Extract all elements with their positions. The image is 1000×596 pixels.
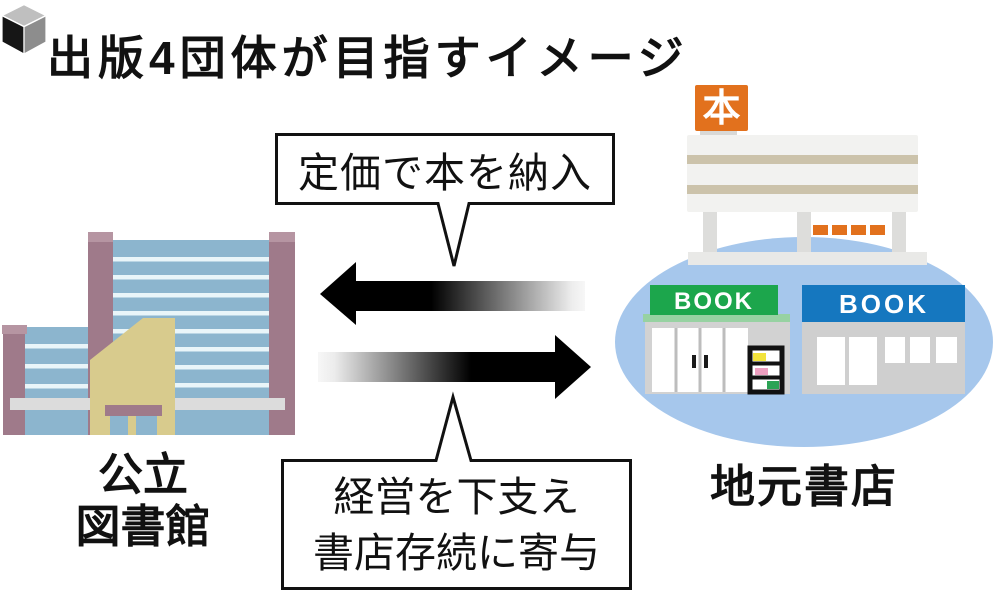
- bookstore-label: 地元書店: [709, 461, 898, 512]
- arrow-to-bookstore-icon: [318, 335, 591, 399]
- library-label-line1: 公立: [97, 449, 188, 500]
- library-entrance-door-mullion: [128, 416, 136, 435]
- library-wing-floor-lines: [25, 344, 90, 389]
- rear-building-platform: [688, 252, 927, 265]
- rack-item-green: [767, 381, 779, 389]
- library-wing-glass: [25, 327, 90, 435]
- library-left-pillar-cap: [88, 232, 113, 242]
- bookstore-rear-building: 本: [687, 85, 927, 265]
- blue-store-door: [817, 337, 845, 385]
- green-bookstore: BOOK: [643, 285, 790, 395]
- rear-building-stripe: [687, 185, 918, 194]
- library-illustration: [2, 232, 295, 435]
- rear-building-stripe: [687, 155, 918, 164]
- green-store-door-dividers: [674, 328, 726, 392]
- blue-store-window: [910, 337, 930, 363]
- speech-bubble-top: [275, 133, 615, 267]
- roof-sign-character: 本: [702, 88, 740, 130]
- rack-item-pink: [755, 368, 768, 375]
- blue-store-window: [936, 337, 957, 363]
- bubble-support-line2: 書店存続に寄与: [313, 529, 600, 576]
- blue-book-sign: [802, 285, 965, 322]
- bubble-support-text: 経営を下支え 書店存続に寄与: [284, 462, 629, 587]
- library-label-line2: 図書館: [75, 501, 211, 552]
- green-store-awning: [643, 314, 790, 322]
- speech-bubble-bottom: [281, 391, 632, 590]
- book-rack: [747, 345, 785, 395]
- book-roof-sign: [695, 85, 748, 131]
- library-wing-pillar-cap: [2, 325, 27, 334]
- cube-bullet-icon: [1, 3, 47, 56]
- rear-building-pillar: [703, 212, 717, 253]
- blue-store-door: [849, 337, 877, 385]
- library-right-pillar-cap: [269, 232, 295, 242]
- bookstore-illustration: 本 BOOK: [615, 85, 993, 447]
- library-wing-pillar: [3, 334, 25, 435]
- library-main-floor-lines: [113, 257, 269, 388]
- roof-sign-base: [700, 128, 737, 138]
- blue-bookstore: BOOK: [802, 285, 965, 394]
- door-handle: [704, 355, 708, 368]
- door-handle: [692, 355, 696, 368]
- rear-building-pillar: [797, 212, 811, 253]
- library-label: 公立 図書館: [23, 449, 263, 553]
- rear-building-orange-dashes: [813, 225, 885, 235]
- green-book-sign: [650, 285, 778, 315]
- blue-store-window: [885, 337, 905, 363]
- library-entrance-lintel: [105, 405, 162, 416]
- blue-sign-text: BOOK: [839, 289, 929, 319]
- page-title: 出版4団体が目指すイメージ: [47, 31, 689, 84]
- rack-item-yellow: [753, 353, 766, 361]
- arrow-to-library-icon: [320, 262, 585, 325]
- bubble-support-line1: 経営を下支え: [333, 473, 580, 520]
- green-sign-text: BOOK: [674, 288, 754, 315]
- rear-building-pillar: [892, 212, 906, 253]
- bubble-deliver-text: 定価で本を納入: [298, 150, 592, 196]
- rear-building-facade: [687, 135, 918, 212]
